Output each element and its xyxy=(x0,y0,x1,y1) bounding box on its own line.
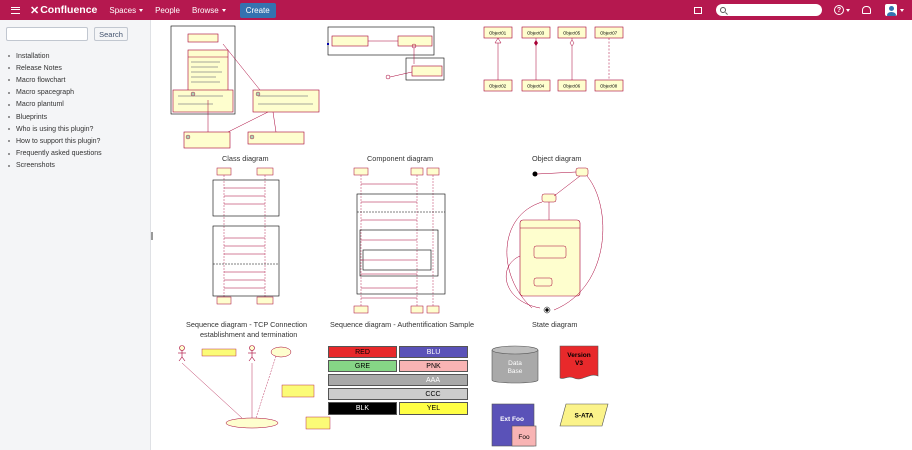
page-tree-sidebar: Search Installation Release Notes Macro … xyxy=(0,20,151,450)
nav-spaces-label: Spaces xyxy=(109,5,137,15)
component-diagram-image xyxy=(327,26,445,81)
version-label-line1: Version xyxy=(567,352,591,359)
object-label: Object08 xyxy=(600,84,618,89)
chevron-down-icon[interactable] xyxy=(900,8,904,12)
sidebar-item-faq[interactable]: Frequently asked questions xyxy=(8,148,102,160)
caption-sequence-auth: Sequence diagram - Authentification Samp… xyxy=(330,320,474,329)
bullet-icon xyxy=(8,103,10,106)
sidebar-item-screenshots[interactable]: Screenshots xyxy=(8,160,102,172)
bullet-icon xyxy=(8,164,10,167)
sidebar-item-label: Frequently asked questions xyxy=(16,150,102,158)
sidebar-resize-handle[interactable] xyxy=(151,232,153,240)
global-search-input[interactable] xyxy=(716,4,822,16)
sidebar-item-release-notes[interactable]: Release Notes xyxy=(8,62,102,74)
page-tree-list: Installation Release Notes Macro flowcha… xyxy=(8,50,102,172)
state-diagram-image xyxy=(505,167,604,314)
nav-people-label: People xyxy=(155,5,180,15)
bullet-icon xyxy=(8,128,10,131)
color-cell-pnk: PNK xyxy=(399,360,468,372)
color-cell-blu: BLU xyxy=(399,346,468,358)
nav-spaces[interactable]: Spaces xyxy=(109,5,144,15)
object-label: Object07 xyxy=(600,31,618,36)
nav-browse-label: Browse xyxy=(192,5,219,15)
bullet-icon xyxy=(8,67,10,70)
sidebar-toggle-icon[interactable] xyxy=(694,6,702,14)
object-label: Object01 xyxy=(489,31,507,36)
top-navigation-bar: ✕ Confluence Spaces People Browse Create… xyxy=(0,0,912,20)
shapes-diagram-image: Data Base Version V3 Ext Foo Foo S-ATA xyxy=(491,345,609,447)
help-icon[interactable]: ? xyxy=(834,5,844,15)
caption-sequence-tcp-line1: Sequence diagram - TCP Connection xyxy=(186,320,308,329)
confluence-logo[interactable]: ✕ Confluence xyxy=(30,4,97,17)
color-legend-table: RED BLU GRE PNK AAA CCC BLK YEL xyxy=(328,346,470,418)
sata-label: S-ATA xyxy=(575,413,594,420)
sidebar-item-installation[interactable]: Installation xyxy=(8,50,102,62)
topbar-right-tools: ? xyxy=(694,0,904,20)
confluence-logo-icon: ✕ xyxy=(30,4,40,17)
sidebar-item-label: Macro plantuml xyxy=(16,101,64,109)
usecase-diagram-image xyxy=(178,345,331,430)
object-label: Object03 xyxy=(527,31,545,36)
bullet-icon xyxy=(8,55,10,58)
sidebar-item-label: Blueprints xyxy=(16,113,48,121)
bullet-icon xyxy=(8,79,10,82)
user-avatar[interactable] xyxy=(885,4,897,16)
database-label-line1: Data xyxy=(508,360,522,367)
database-label-line2: Base xyxy=(508,368,523,375)
extfoo-label: Ext Foo xyxy=(500,416,524,423)
sidebar-item-blueprints[interactable]: Blueprints xyxy=(8,111,102,123)
nav-people[interactable]: People xyxy=(155,6,180,15)
sidebar-item-how-to-support[interactable]: How to support this plugin? xyxy=(8,135,102,147)
menu-toggle-button[interactable] xyxy=(6,0,24,20)
class-diagram-image xyxy=(170,25,320,149)
hamburger-icon xyxy=(10,6,20,14)
bullet-icon xyxy=(8,116,10,119)
create-button[interactable]: Create xyxy=(239,2,276,18)
sidebar-item-macro-spacegraph[interactable]: Macro spacegraph xyxy=(8,87,102,99)
color-cell-blk: BLK xyxy=(328,402,397,415)
color-cell-red: RED xyxy=(328,346,397,358)
color-cell-gre: GRE xyxy=(328,360,397,372)
object-label: Object04 xyxy=(527,84,545,89)
object-label: Object05 xyxy=(563,31,581,36)
object-diagram-image: Object01 Object03 Object05 Object07 Obje… xyxy=(483,26,624,92)
color-cell-yel: YEL xyxy=(399,402,468,415)
chevron-down-icon[interactable] xyxy=(846,8,850,12)
sequence-diagram-tcp-image xyxy=(212,167,280,305)
caption-sequence-tcp-line2: establishment and termination xyxy=(200,330,298,339)
notifications-icon[interactable] xyxy=(862,6,871,14)
page-content: Class diagram Component diagram Object01… xyxy=(152,20,912,450)
sidebar-item-macro-plantuml[interactable]: Macro plantuml xyxy=(8,99,102,111)
sidebar-item-who-is-using[interactable]: Who is using this plugin? xyxy=(8,123,102,135)
sidebar-item-label: Macro spacegraph xyxy=(16,89,74,97)
sidebar-search-button[interactable]: Search xyxy=(94,27,128,41)
caption-state-diagram: State diagram xyxy=(532,320,578,329)
sequence-diagram-auth-image xyxy=(353,167,446,314)
caption-component-diagram: Component diagram xyxy=(367,154,434,163)
caption-object-diagram: Object diagram xyxy=(532,154,582,163)
sidebar-search-input[interactable] xyxy=(6,27,88,41)
caption-class-diagram: Class diagram xyxy=(222,154,269,163)
sidebar-item-label: Who is using this plugin? xyxy=(16,125,94,133)
sidebar-item-label: How to support this plugin? xyxy=(16,137,101,145)
search-icon xyxy=(720,7,726,13)
object-label: Object02 xyxy=(489,84,507,89)
foo-label: Foo xyxy=(518,434,530,441)
bullet-icon xyxy=(8,152,10,155)
chevron-down-icon xyxy=(221,8,226,12)
color-cell-aaa: AAA xyxy=(328,374,468,386)
nav-browse[interactable]: Browse xyxy=(192,6,226,15)
sidebar-item-label: Screenshots xyxy=(16,162,55,170)
sidebar-item-label: Macro flowchart xyxy=(16,76,66,84)
confluence-logo-text: Confluence xyxy=(40,4,98,16)
bullet-icon xyxy=(8,140,10,143)
sidebar-item-label: Installation xyxy=(16,52,50,60)
object-label: Object06 xyxy=(563,84,581,89)
sidebar-item-label: Release Notes xyxy=(16,64,62,72)
chevron-down-icon xyxy=(139,8,144,12)
version-label-line2: V3 xyxy=(575,360,583,367)
bullet-icon xyxy=(8,91,10,94)
sidebar-item-macro-flowchart[interactable]: Macro flowchart xyxy=(8,74,102,86)
color-cell-ccc: CCC xyxy=(328,388,468,400)
